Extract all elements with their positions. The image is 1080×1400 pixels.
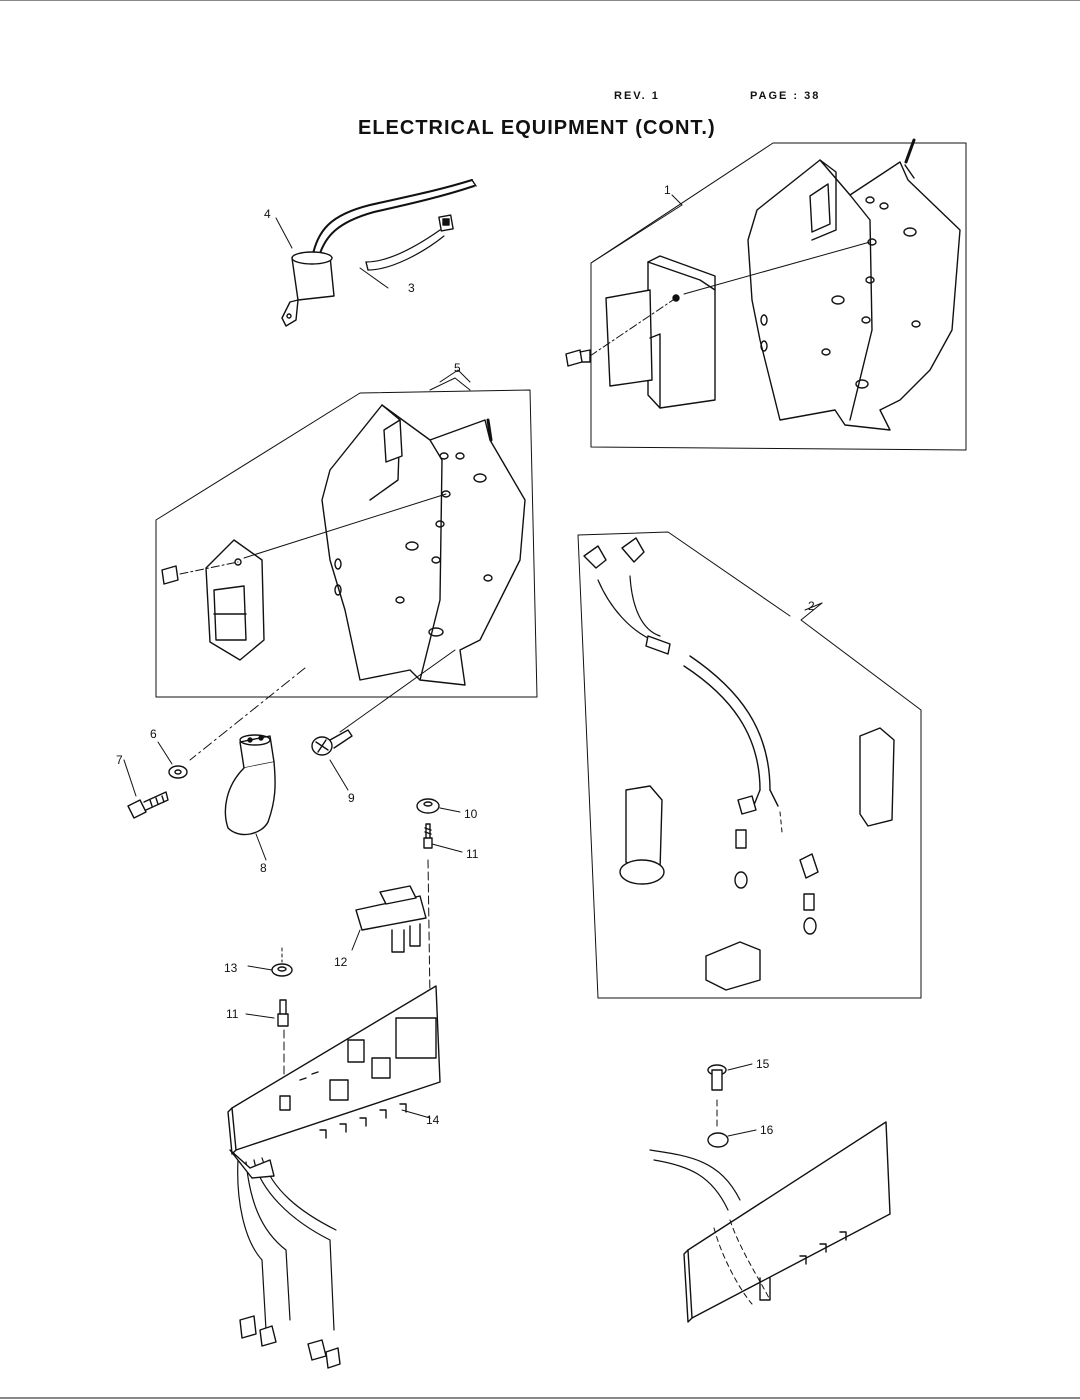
callout-9: 9 <box>348 791 355 805</box>
revision-label: REV. 1 <box>614 90 660 102</box>
callout-11-upper: 11 <box>466 847 479 861</box>
callout-4: 4 <box>264 207 271 221</box>
callout-6: 6 <box>150 727 157 741</box>
ground-screw-15-part <box>707 1064 727 1131</box>
capacitor-part <box>281 179 477 327</box>
callout-16: 16 <box>760 1123 774 1137</box>
screw-11-upper-part <box>423 823 433 849</box>
washer-13-part <box>271 947 293 977</box>
cable-part <box>365 214 454 271</box>
page-number: PAGE : 38 <box>750 90 821 102</box>
screw-7-part <box>127 791 169 819</box>
screw-9-part <box>311 729 353 756</box>
circuit-board-14-part <box>227 985 441 1369</box>
washer-part <box>168 765 188 779</box>
callout-15: 15 <box>756 1057 770 1071</box>
callout-10: 10 <box>464 807 478 821</box>
part-2-assembly <box>577 531 922 999</box>
page-title: ELECTRICAL EQUIPMENT (CONT.) <box>358 117 716 139</box>
switch-12-part <box>355 885 427 953</box>
washer-10-part <box>416 798 440 814</box>
screw-11-lower-part <box>277 999 289 1081</box>
callout-8: 8 <box>260 861 267 875</box>
callout-leaders <box>123 194 823 1137</box>
lead-wire-16-part <box>649 1121 891 1323</box>
callout-2: 2 <box>808 599 815 613</box>
callout-5: 5 <box>454 361 461 375</box>
callout-13: 13 <box>224 961 238 975</box>
callout-1: 1 <box>664 183 671 197</box>
callout-12: 12 <box>334 955 348 969</box>
callout-7: 7 <box>116 753 123 767</box>
part-1-assembly <box>565 138 967 451</box>
lamp-bulb-part <box>224 734 276 836</box>
callout-14: 14 <box>426 1113 440 1127</box>
part-5-assembly <box>155 377 538 698</box>
callout-11-lower: 11 <box>226 1007 239 1021</box>
callout-3: 3 <box>408 281 415 295</box>
